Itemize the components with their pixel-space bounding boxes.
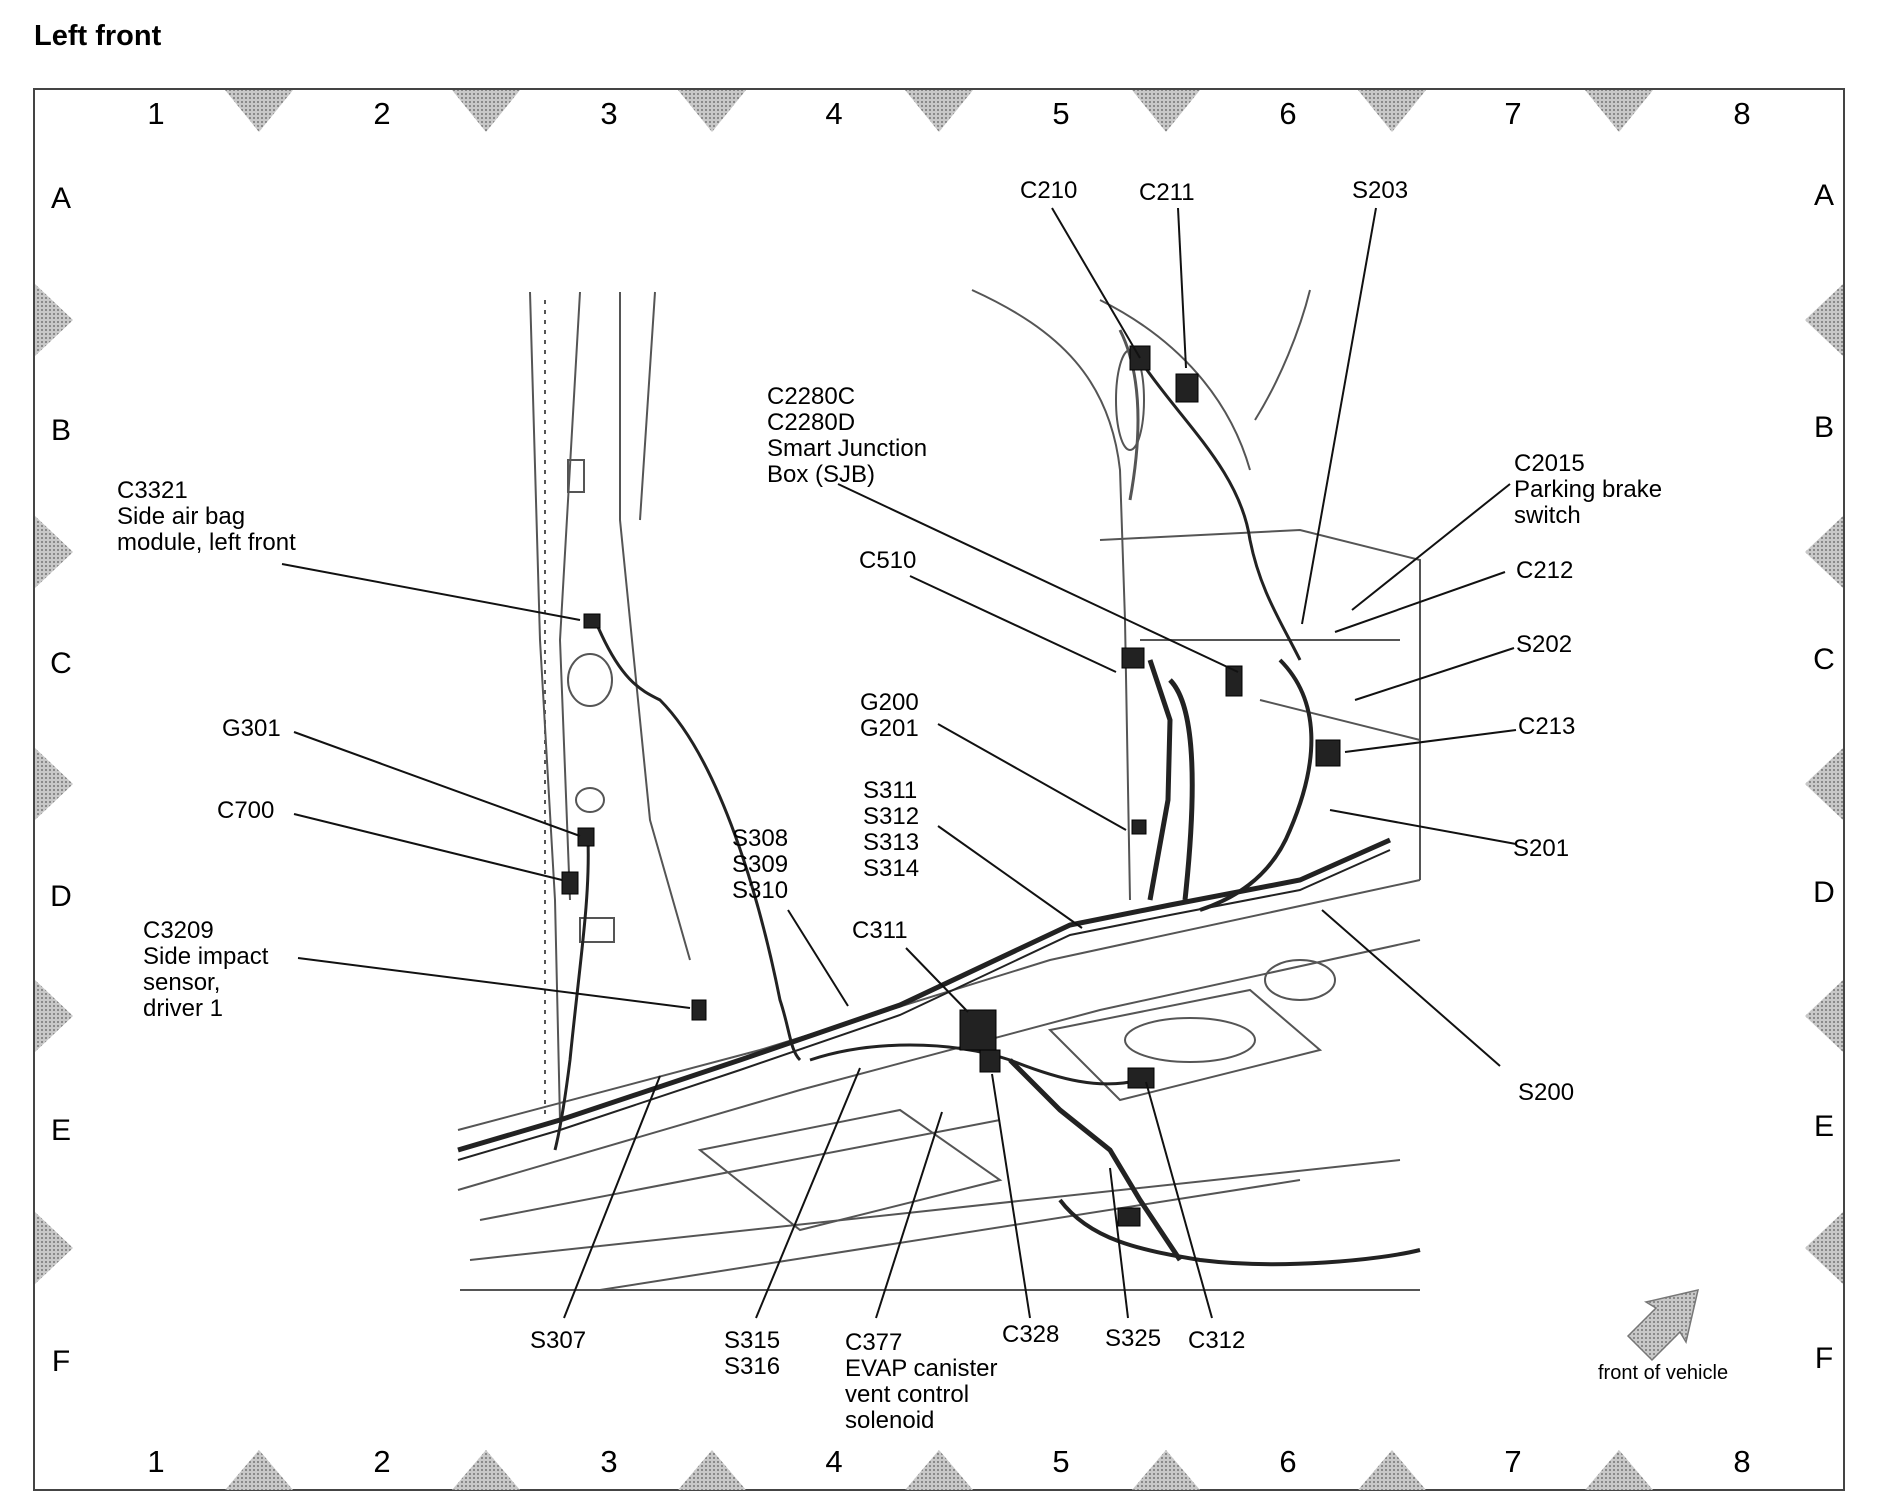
column-number: 5: [1052, 1444, 1070, 1479]
column-number: 3: [600, 96, 618, 131]
callout-c328: C328: [1002, 1321, 1060, 1348]
row-letter: E: [50, 1114, 72, 1147]
callout-s203: S203: [1352, 177, 1409, 204]
row-letter: C: [50, 647, 72, 680]
leader-lines: [281, 207, 1517, 1319]
callout-s201: S201: [1513, 835, 1570, 862]
row-letter: B: [1813, 411, 1835, 444]
row-letter: C: [1813, 643, 1835, 676]
row-letter: F: [1814, 1342, 1834, 1375]
column-number: 2: [373, 1444, 391, 1479]
row-letter: F: [51, 1345, 71, 1378]
page-title: Left front: [34, 20, 162, 52]
column-number: 1: [147, 1444, 165, 1479]
column-number: 4: [825, 1444, 843, 1479]
callout-c312: C312: [1188, 1327, 1246, 1354]
callout-c211: C211: [1139, 179, 1195, 206]
callout-c510: C510: [859, 547, 917, 574]
column-number: 8: [1733, 1444, 1751, 1479]
grid-markers: [35, 90, 1843, 1490]
vehicle-structure: [457, 289, 1421, 1291]
callout-s325: S325: [1105, 1325, 1162, 1352]
column-number: 7: [1504, 96, 1522, 131]
column-number: 8: [1733, 96, 1751, 131]
row-letter: E: [1813, 1110, 1835, 1143]
column-number: 4: [825, 96, 843, 131]
callout-s202: S202: [1516, 631, 1573, 658]
callout-g301: G301: [222, 715, 281, 742]
front-arrow-icon: [1626, 1288, 1700, 1362]
column-number: 1: [147, 96, 165, 131]
row-letter: A: [50, 182, 72, 215]
row-letter: A: [1813, 179, 1835, 212]
column-number: 2: [373, 96, 391, 131]
callout-c700: C700: [217, 797, 275, 824]
column-number: 6: [1279, 96, 1297, 131]
row-letter: B: [50, 414, 72, 447]
callout-c210: C210: [1020, 177, 1078, 204]
column-number: 6: [1279, 1444, 1297, 1479]
callout-s200: S200: [1518, 1079, 1575, 1106]
row-letter: D: [50, 880, 72, 913]
callout-c213: C213: [1518, 713, 1576, 740]
row-letter: D: [1813, 876, 1835, 909]
callout-c311: C311: [852, 917, 908, 944]
column-number: 5: [1052, 96, 1070, 131]
column-number: 7: [1504, 1444, 1522, 1479]
column-number: 3: [600, 1444, 618, 1479]
callout-s307: S307: [530, 1327, 587, 1354]
callout-c212: C212: [1516, 557, 1574, 584]
front-of-vehicle-label: front of vehicle: [1598, 1362, 1729, 1384]
connectors: [561, 345, 1341, 1227]
wiring-harness: [457, 359, 1421, 1267]
